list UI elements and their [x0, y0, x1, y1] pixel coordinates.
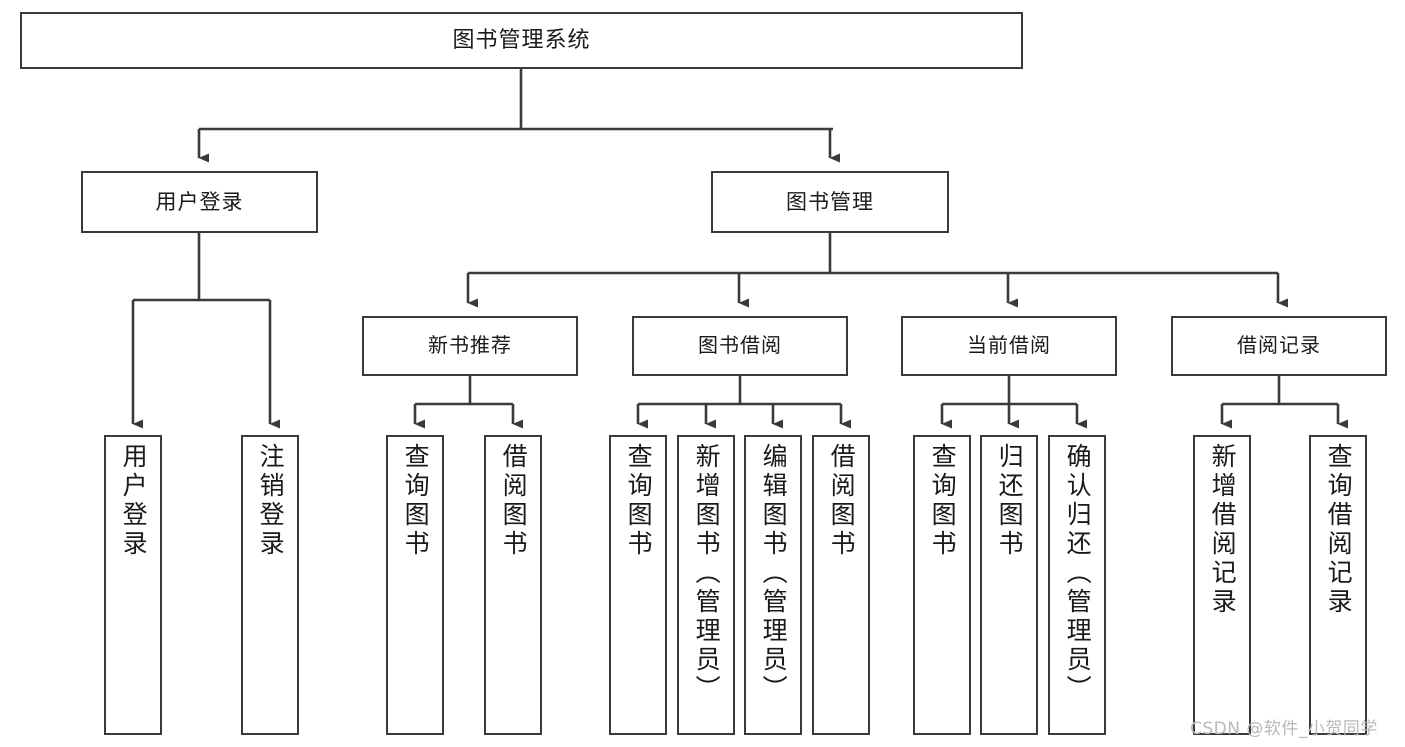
leaf-query-book-recommend[interactable]: 查询图书 — [386, 435, 444, 735]
node-label: 归还图书 — [995, 443, 1025, 559]
node-label: 新增借阅记录 — [1208, 443, 1238, 617]
node-label: 查询图书 — [624, 443, 654, 559]
leaf-edit-book-admin[interactable]: 编辑图书（管理员） — [744, 435, 802, 735]
leaf-query-book-borrow[interactable]: 查询图书 — [609, 435, 667, 735]
node-label: 借阅图书 — [827, 443, 857, 559]
node-current-borrow[interactable]: 当前借阅 — [901, 316, 1117, 376]
leaf-confirm-return-admin[interactable]: 确认归还（管理员） — [1048, 435, 1106, 735]
leaf-query-book-current[interactable]: 查询图书 — [913, 435, 971, 735]
leaf-add-book-admin[interactable]: 新增图书（管理员） — [677, 435, 735, 735]
leaf-user-login[interactable]: 用户登录 — [104, 435, 162, 735]
node-label: 当前借阅 — [967, 333, 1051, 358]
node-label: 用户登录 — [155, 189, 244, 214]
node-label: 借阅图书 — [499, 443, 529, 559]
node-label: 用户登录 — [119, 443, 149, 559]
node-root-system[interactable]: 图书管理系统 — [20, 12, 1023, 69]
node-label: 新增图书（管理员） — [692, 443, 722, 704]
node-user-login[interactable]: 用户登录 — [81, 171, 318, 233]
node-borrow-record[interactable]: 借阅记录 — [1171, 316, 1387, 376]
node-label: 图书管理系统 — [452, 27, 591, 53]
node-label: 确认归还（管理员） — [1063, 443, 1093, 704]
node-label: 借阅记录 — [1237, 333, 1321, 358]
node-label: 编辑图书（管理员） — [759, 443, 789, 704]
node-book-management[interactable]: 图书管理 — [711, 171, 949, 233]
node-label: 注销登录 — [256, 443, 286, 559]
node-label: 新书推荐 — [428, 333, 512, 358]
leaf-borrow-book-recommend[interactable]: 借阅图书 — [484, 435, 542, 735]
node-new-book-recommend[interactable]: 新书推荐 — [362, 316, 578, 376]
node-label: 查询图书 — [401, 443, 431, 559]
node-label: 图书借阅 — [698, 333, 782, 358]
leaf-query-borrow-record[interactable]: 查询借阅记录 — [1309, 435, 1367, 735]
node-book-borrow[interactable]: 图书借阅 — [632, 316, 848, 376]
leaf-add-borrow-record[interactable]: 新增借阅记录 — [1193, 435, 1251, 735]
node-label: 图书管理 — [786, 189, 874, 214]
leaf-logout[interactable]: 注销登录 — [241, 435, 299, 735]
node-label: 查询图书 — [928, 443, 958, 559]
node-label: 查询借阅记录 — [1324, 443, 1354, 617]
leaf-borrow-book[interactable]: 借阅图书 — [812, 435, 870, 735]
leaf-return-book[interactable]: 归还图书 — [980, 435, 1038, 735]
